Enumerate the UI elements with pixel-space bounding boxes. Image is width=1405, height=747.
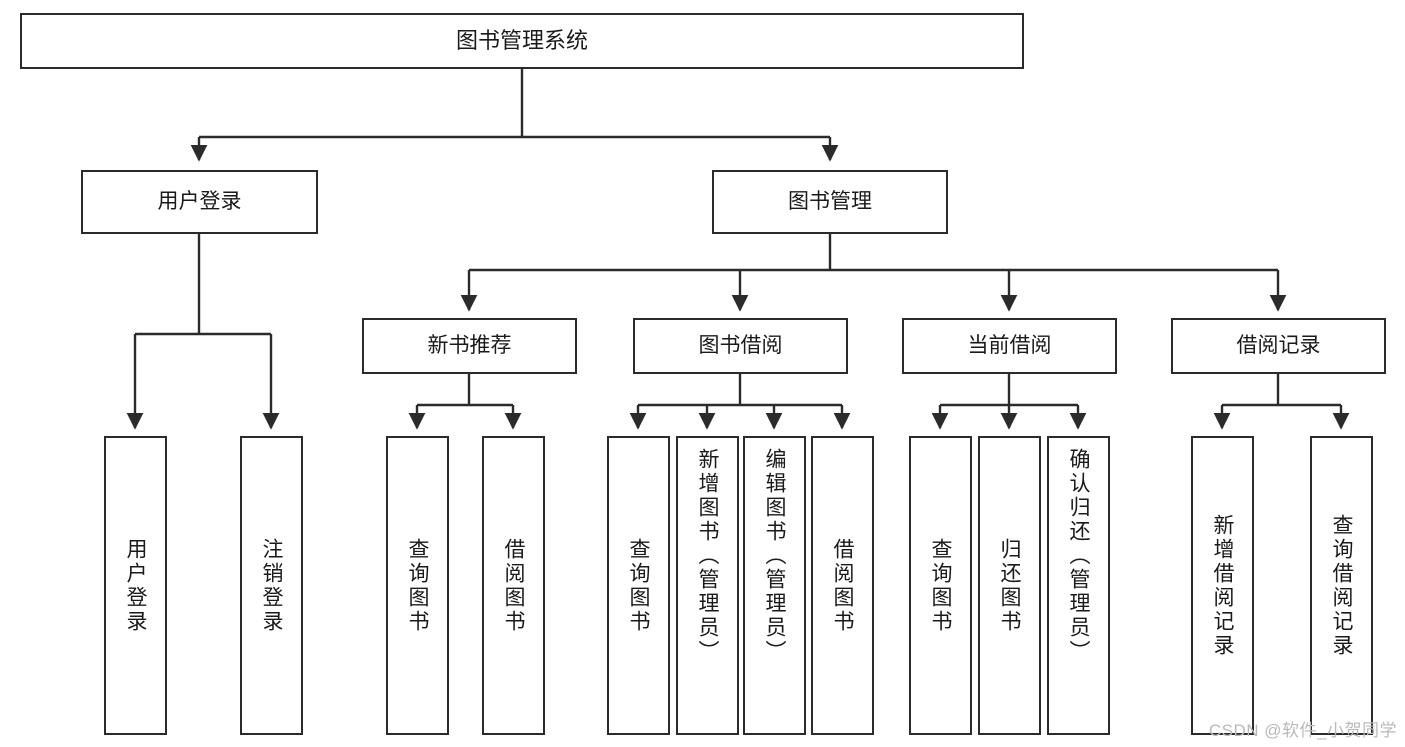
leaf-borrow-book[interactable]: 借阅图书 xyxy=(811,436,874,735)
leaf-borrow-book-recommend[interactable]: 借阅图书 xyxy=(482,436,545,735)
node-label: 当前借阅 xyxy=(967,333,1052,357)
node-label: 借阅图书 xyxy=(502,537,525,634)
leaf-query-book-borrow[interactable]: 查询图书 xyxy=(607,436,670,735)
leaf-query-borrow-record[interactable]: 查询借阅记录 xyxy=(1310,436,1373,735)
leaf-return-book[interactable]: 归还图书 xyxy=(978,436,1041,735)
node-label: 查询借阅记录 xyxy=(1330,513,1353,658)
leaf-edit-book-admin[interactable]: 编辑图书（管理员） xyxy=(743,436,806,735)
node-new-book-recommend[interactable]: 新书推荐 xyxy=(362,318,577,374)
node-book-borrow[interactable]: 图书借阅 xyxy=(633,318,848,374)
node-label: 图书借阅 xyxy=(698,333,783,357)
leaf-user-login[interactable]: 用户登录 xyxy=(104,436,167,735)
node-label: 新增借阅记录 xyxy=(1211,513,1234,658)
node-label: 归还图书 xyxy=(998,537,1021,634)
node-label: 查询图书 xyxy=(627,537,650,634)
leaf-add-borrow-record[interactable]: 新增借阅记录 xyxy=(1191,436,1254,735)
node-label: 借阅记录 xyxy=(1236,333,1321,357)
node-label: 用户登录 xyxy=(124,537,147,634)
node-label: 图书管理系统 xyxy=(455,28,588,54)
node-label: 确认归还（管理员） xyxy=(1067,448,1090,664)
leaf-query-book-current[interactable]: 查询图书 xyxy=(909,436,972,735)
node-book-management[interactable]: 图书管理 xyxy=(712,170,948,234)
node-user-login[interactable]: 用户登录 xyxy=(81,170,318,234)
leaf-user-logout[interactable]: 注销登录 xyxy=(240,436,303,735)
node-label: 注销登录 xyxy=(260,537,283,634)
node-current-borrow[interactable]: 当前借阅 xyxy=(902,318,1117,374)
node-label: 查询图书 xyxy=(406,537,429,634)
node-root-system[interactable]: 图书管理系统 xyxy=(20,13,1024,69)
node-label: 编辑图书（管理员） xyxy=(763,448,786,664)
node-label: 新增图书（管理员） xyxy=(696,448,719,664)
leaf-confirm-return-admin[interactable]: 确认归还（管理员） xyxy=(1047,436,1110,735)
watermark-text: CSDN @软件_小贺同学 xyxy=(1208,721,1397,740)
node-label: 用户登录 xyxy=(157,189,242,213)
leaf-query-book-recommend[interactable]: 查询图书 xyxy=(386,436,449,735)
node-borrow-records[interactable]: 借阅记录 xyxy=(1171,318,1386,374)
node-label: 图书管理 xyxy=(788,189,872,213)
node-label: 新书推荐 xyxy=(427,333,512,357)
leaf-add-book-admin[interactable]: 新增图书（管理员） xyxy=(676,436,739,735)
node-label: 借阅图书 xyxy=(831,537,854,634)
node-label: 查询图书 xyxy=(929,537,952,634)
